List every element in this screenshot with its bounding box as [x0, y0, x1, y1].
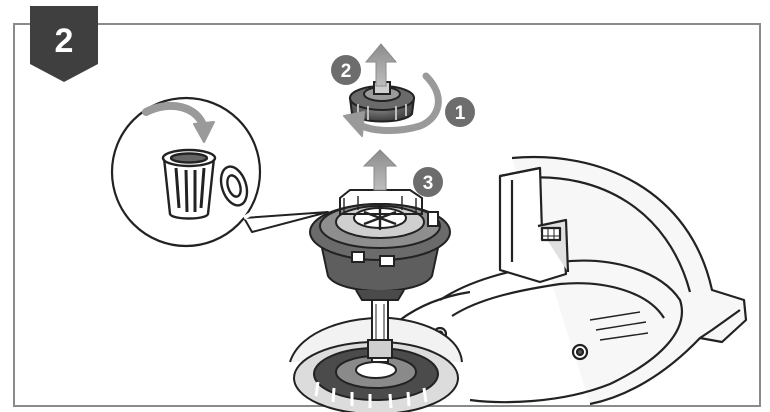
spool-cap: [348, 81, 416, 123]
up-arrow-icon: [364, 43, 398, 87]
drive-shaft: [367, 299, 393, 363]
trash-bin-icon: [161, 148, 249, 220]
rotate-arrow-icon: [343, 72, 442, 137]
trimmer-housing: [376, 156, 748, 406]
disposal-inset: [110, 96, 329, 248]
callout-badge: 2: [331, 55, 361, 85]
step-badge: 2: [30, 6, 98, 82]
callout-badge: 3: [413, 167, 443, 197]
callout-number: 1: [455, 103, 466, 124]
callout-badge: 1: [445, 97, 475, 127]
spool-assembly: [309, 189, 451, 301]
step-number: 2: [55, 22, 74, 60]
callout-number: 2: [341, 61, 352, 82]
callout-number: 3: [423, 173, 434, 194]
up-arrow-icon: [362, 149, 398, 191]
drop-arrow-icon: [142, 101, 215, 143]
